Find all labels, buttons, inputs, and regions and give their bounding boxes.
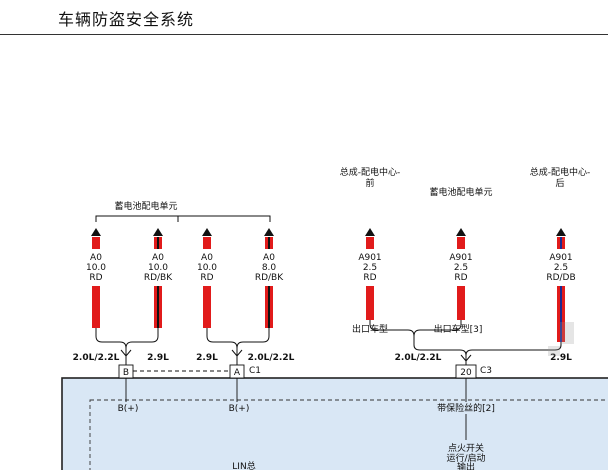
terminal-arrow-icon [153, 228, 163, 236]
terminal-arrow-icon [456, 228, 466, 236]
source-center-front-line1: 总成-配电中心- [340, 166, 401, 178]
wire-segments [92, 286, 565, 342]
source-center-front-line2: 前 [365, 177, 374, 189]
terminal-arrow-icon [264, 228, 274, 236]
wire-segment [457, 286, 465, 320]
wire-size: 2.5 [454, 263, 468, 273]
wire-color-code: RD [200, 273, 213, 283]
source-center-rear-line2: 后 [555, 178, 564, 189]
ignition-label-line3: 输出 [457, 461, 475, 470]
wire-segment [92, 286, 100, 328]
option-label: 2.0L/2.2L [73, 353, 120, 363]
ignition-label-line1: 点火开关 [448, 442, 484, 454]
wire-stubs-upper [92, 237, 565, 249]
terminal-arrow-icon [365, 228, 375, 236]
wire-circuit: A0 [201, 253, 213, 263]
title-divider [0, 34, 608, 35]
wire-segment [203, 286, 211, 328]
lin-bus-label: LIN总 [232, 460, 255, 470]
wire-size: 2.5 [363, 263, 377, 273]
wire-stub-tracer [560, 237, 562, 249]
wire-circuit: A901 [549, 253, 572, 263]
wire-size: 8.0 [262, 263, 277, 273]
left-splices [95, 328, 270, 365]
wire-circuit: A0 [152, 253, 164, 263]
wire-size: 2.5 [554, 263, 568, 273]
terminal-arrow-icon [556, 228, 566, 236]
option-label: 2.9L [196, 353, 218, 363]
module-box [61, 377, 608, 470]
wire-stub-tracer [157, 237, 159, 249]
wire-circuit: A901 [358, 253, 381, 263]
source-bracket-left [95, 215, 179, 222]
wire-stub [366, 237, 374, 249]
wire-color-code: RD/BK [255, 273, 284, 283]
wire-size: 10.0 [197, 263, 217, 273]
wire-stub [203, 237, 211, 249]
wire-segment [366, 286, 374, 320]
source-battery-unit-right: 蓄电池配电单元 [429, 186, 492, 198]
option-label: 2.9L [147, 353, 169, 363]
terminal-arrow-icon [91, 228, 101, 236]
connector-c3: C3 [480, 366, 492, 376]
ignition-label-line2: 运行/启动 [446, 452, 485, 464]
option-label: 出口车型 [352, 323, 388, 335]
option-label: 2.9L [550, 353, 572, 363]
source-bracket-left-2 [177, 215, 271, 222]
connector-pin-20-label: 20 [460, 368, 472, 378]
terminal-arrow-icon [202, 228, 212, 236]
option-label: 出口车型[3] [434, 323, 483, 335]
wire-color-code: RD [454, 273, 467, 283]
wire-size: 10.0 [86, 263, 106, 273]
option-label: 2.0L/2.2L [248, 353, 295, 363]
source-battery-unit-left: 蓄电池配电单元 [114, 200, 177, 212]
page-title: 车辆防盗安全系统 [58, 10, 195, 29]
option-label: 2.0L/2.2L [395, 353, 442, 363]
wire-color-code: RD [363, 273, 376, 283]
wire-circuit: A0 [90, 253, 102, 263]
watermark-smudge [548, 322, 574, 356]
module-pin-a-label: B(+) [229, 404, 250, 414]
connector-pin-a-label: A [234, 368, 241, 378]
wire-color-code: RD [89, 273, 102, 283]
wire-color-code: RD/BK [144, 273, 173, 283]
wire-circuit: A0 [263, 253, 275, 263]
module-fuse-label: 带保险丝的[2] [437, 402, 495, 414]
wire-stub [92, 237, 100, 249]
connector-pin-b-label: B [123, 368, 129, 378]
wire-labels: A0 10.0 RD A0 10.0 RD/BK A0 10.0 RD A0 8… [86, 253, 576, 283]
wire-segment-tracer [157, 286, 159, 328]
wire-circuit: A901 [449, 253, 472, 263]
wire-stub-tracer [268, 237, 270, 249]
wire-segment-tracer [560, 286, 562, 342]
wire-stub [457, 237, 465, 249]
terminal-arrows [91, 228, 566, 236]
module-inner-dashed [89, 399, 608, 470]
module-pin-b-label: B(+) [118, 404, 139, 414]
wire-color-code: RD/DB [546, 273, 575, 283]
wire-segment-tracer [268, 286, 270, 328]
right-splices [369, 320, 562, 365]
wire-size: 10.0 [148, 263, 168, 273]
source-center-rear-line1: 总成-配电中心- [530, 166, 591, 178]
connector-c1: C1 [249, 366, 261, 376]
